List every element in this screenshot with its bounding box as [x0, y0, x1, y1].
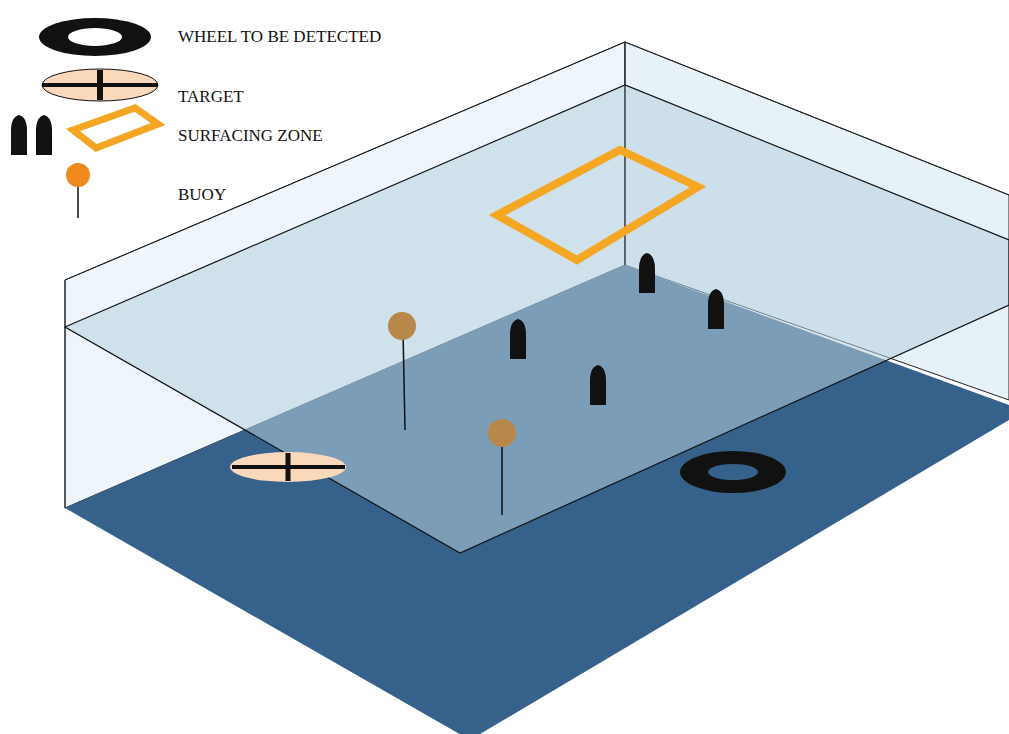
- wheel: [680, 451, 786, 493]
- legend-obstacle-symbol: [11, 115, 27, 155]
- buoy: [388, 312, 416, 340]
- legend-target-symbol: [42, 69, 158, 101]
- legend-buoy-symbol: [66, 163, 90, 187]
- buoy: [488, 419, 516, 447]
- water-surface: [65, 85, 1009, 553]
- obstacle: [510, 319, 526, 359]
- obstacle: [708, 289, 724, 329]
- legend-label: WHEEL TO BE DETECTED: [178, 27, 381, 47]
- surfacing-zone: [497, 150, 698, 260]
- legend-label: BUOY: [178, 185, 226, 205]
- legend-label: SURFACING ZONE: [178, 126, 323, 146]
- legend-wheel-symbol: [39, 18, 151, 56]
- legend-zone-symbol: [73, 108, 158, 148]
- legend-label: TARGET: [178, 87, 244, 107]
- obstacle: [590, 365, 606, 405]
- obstacle: [639, 253, 655, 293]
- legend-obstacle-symbol: [36, 115, 52, 155]
- target: [230, 452, 346, 482]
